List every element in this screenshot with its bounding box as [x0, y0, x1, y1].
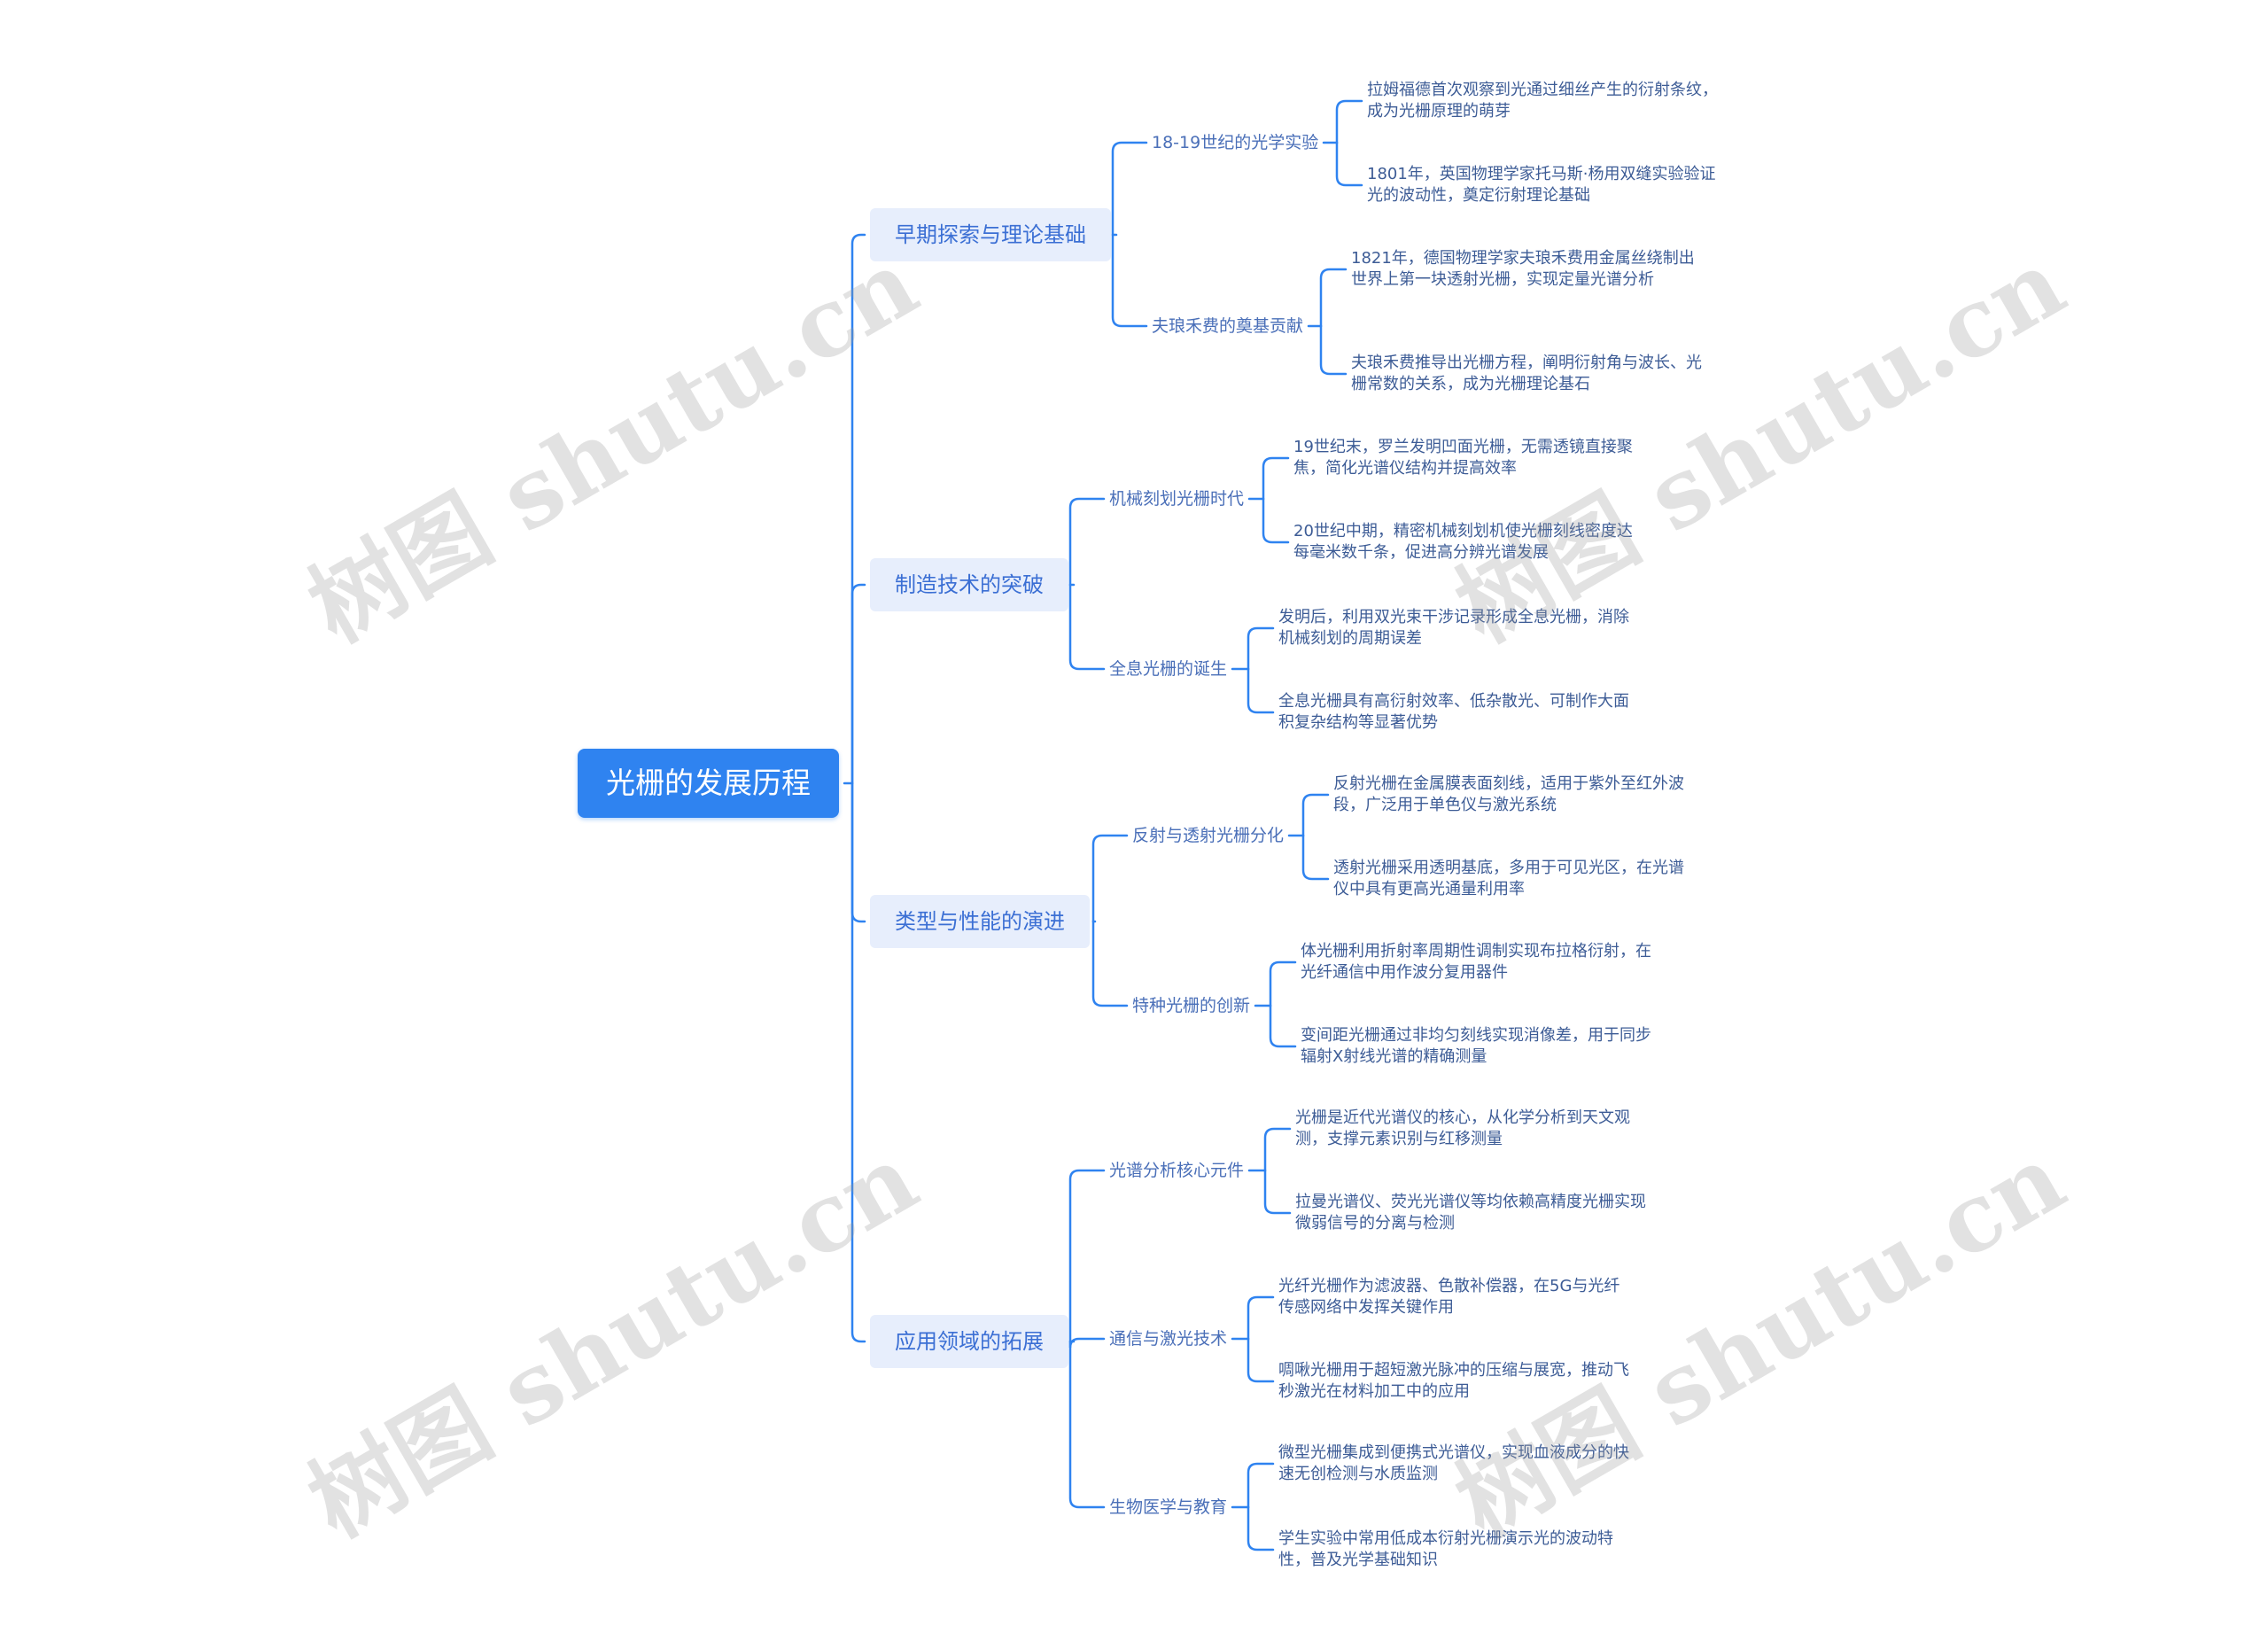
- sub-connector-link: [1247, 667, 1275, 714]
- branch-connector-link: [1091, 834, 1129, 923]
- branch-connector-link: [1091, 920, 1129, 1007]
- branch-node-manufacturing[interactable]: 制造技术的突破: [870, 558, 1068, 611]
- sub-connector-link: [1269, 960, 1297, 1007]
- sub-connector-link: [1319, 268, 1348, 328]
- root-connector-link: [850, 782, 866, 1343]
- sub-node-reflection-transmission[interactable]: 反射与透射光栅分化: [1132, 826, 1285, 845]
- leaf-node[interactable]: 光栅是近代光谱仪的核心，从化学分析到天文观测，支撑元素识别与红移测量: [1295, 1108, 1630, 1148]
- sub-connector-link: [1335, 141, 1363, 187]
- sub-connector-link: [1247, 1295, 1275, 1341]
- sub-connector-link: [1247, 1462, 1275, 1509]
- root-connector-link: [850, 782, 866, 923]
- sub-node-communication-laser[interactable]: 通信与激光技术: [1109, 1329, 1228, 1349]
- sub-node-18-19-century-experiments[interactable]: 18-19世纪的光学实验: [1152, 133, 1319, 152]
- sub-node-special-gratings[interactable]: 特种光栅的创新: [1132, 996, 1251, 1015]
- sub-connector-link: [1263, 1127, 1292, 1172]
- leaf-node[interactable]: 体光栅利用折射率周期性调制实现布拉格衍射，在光纤通信中用作波分复用器件: [1301, 942, 1651, 982]
- leaf-node[interactable]: 反射光栅在金属膜表面刻线，适用于紫外至红外波段，广泛用于单色仪与激光系统: [1333, 774, 1684, 814]
- leaf-node[interactable]: 20世纪中期，精密机械刻划机使光栅刻线密度达每毫米数千条，促进高分辨光谱发展: [1293, 522, 1633, 562]
- branch-node-types-performance[interactable]: 类型与性能的演进: [870, 895, 1090, 948]
- root-connector-link: [850, 583, 866, 785]
- sub-connector-link: [1247, 1337, 1275, 1383]
- root-node[interactable]: 光栅的发展历程: [578, 749, 839, 818]
- leaf-node[interactable]: 拉姆福德首次观察到光通过细丝产生的衍射条纹，成为光栅原理的萌芽: [1367, 81, 1718, 121]
- branch-node-applications[interactable]: 应用领域的拓展: [870, 1315, 1068, 1368]
- leaf-node[interactable]: 透射光栅采用透明基底，多用于可见光区，在光谱仪中具有更高光通量利用率: [1333, 859, 1684, 898]
- sub-connector-link: [1262, 456, 1290, 501]
- sub-node-mechanical-ruling[interactable]: 机械刻划光栅时代: [1109, 489, 1245, 509]
- leaf-node[interactable]: 变间距光栅通过非均匀刻线实现消像差，用于同步辐射X射线光谱的精确测量: [1301, 1026, 1651, 1066]
- sub-node-spectral-analysis[interactable]: 光谱分析核心元件: [1109, 1161, 1245, 1180]
- sub-node-biomedical-education[interactable]: 生物医学与教育: [1109, 1497, 1228, 1517]
- sub-connector-link: [1319, 324, 1348, 376]
- leaf-node[interactable]: 拉曼光谱仪、荧光光谱仪等均依赖高精度光栅实现微弱信号的分离与检测: [1295, 1193, 1646, 1233]
- leaf-node[interactable]: 微型光栅集成到便携式光谱仪，实现血液成分的快速无创检测与水质监测: [1278, 1443, 1629, 1483]
- leaf-node[interactable]: 学生实验中常用低成本衍射光栅演示光的波动特性，普及光学基础知识: [1278, 1529, 1613, 1569]
- sub-node-holographic[interactable]: 全息光栅的诞生: [1109, 659, 1228, 679]
- branch-connector-link: [1068, 583, 1106, 671]
- sub-connector-link: [1247, 626, 1275, 671]
- leaf-node[interactable]: 光纤光栅作为滤波器、色散补偿器，在5G与光纤传感网络中发挥关键作用: [1278, 1277, 1620, 1317]
- sub-connector-link: [1269, 1004, 1297, 1048]
- leaf-node[interactable]: 啁啾光栅用于超短激光脉冲的压缩与展宽，推动飞秒激光在材料加工中的应用: [1278, 1361, 1629, 1401]
- leaf-node[interactable]: 全息光栅具有高衍射效率、低杂散光、可制作大面积复杂结构等显著优势: [1278, 692, 1629, 732]
- branch-node-early-exploration[interactable]: 早期探索与理论基础: [870, 208, 1111, 261]
- root-connector-link: [850, 233, 866, 785]
- leaf-node[interactable]: 19世纪末，罗兰发明凹面光栅，无需透镜直接聚焦，简化光谱仪结构并提高效率: [1293, 438, 1633, 478]
- sub-connector-link: [1263, 1169, 1292, 1215]
- branch-connector-link: [1068, 1337, 1106, 1349]
- branch-connector-link: [1111, 233, 1148, 328]
- leaf-node[interactable]: 夫琅禾费推导出光栅方程，阐明衍射角与波长、光栅常数的关系，成为光栅理论基石: [1351, 354, 1702, 393]
- leaf-node[interactable]: 发明后，利用双光束干涉记录形成全息光栅，消除机械刻划的周期误差: [1278, 608, 1629, 648]
- branch-connector-link: [1111, 141, 1148, 237]
- sub-connector-link: [1247, 1505, 1275, 1551]
- sub-connector-link: [1335, 99, 1363, 144]
- sub-node-fraunhofer[interactable]: 夫琅禾费的奠基贡献: [1152, 316, 1304, 336]
- branch-connector-link: [1068, 1340, 1106, 1509]
- leaf-node[interactable]: 1801年，英国物理学家托马斯·杨用双缝实验验证光的波动性，奠定衍射理论基础: [1367, 165, 1716, 205]
- sub-connector-link: [1262, 497, 1290, 544]
- branch-connector-link: [1068, 1169, 1106, 1343]
- leaf-node[interactable]: 1821年，德国物理学家夫琅禾费用金属丝绕制出世界上第一块透射光栅，实现定量光谱…: [1351, 249, 1695, 289]
- sub-connector-link: [1301, 793, 1330, 837]
- branch-connector-link: [1068, 497, 1106, 587]
- sub-connector-link: [1301, 834, 1330, 881]
